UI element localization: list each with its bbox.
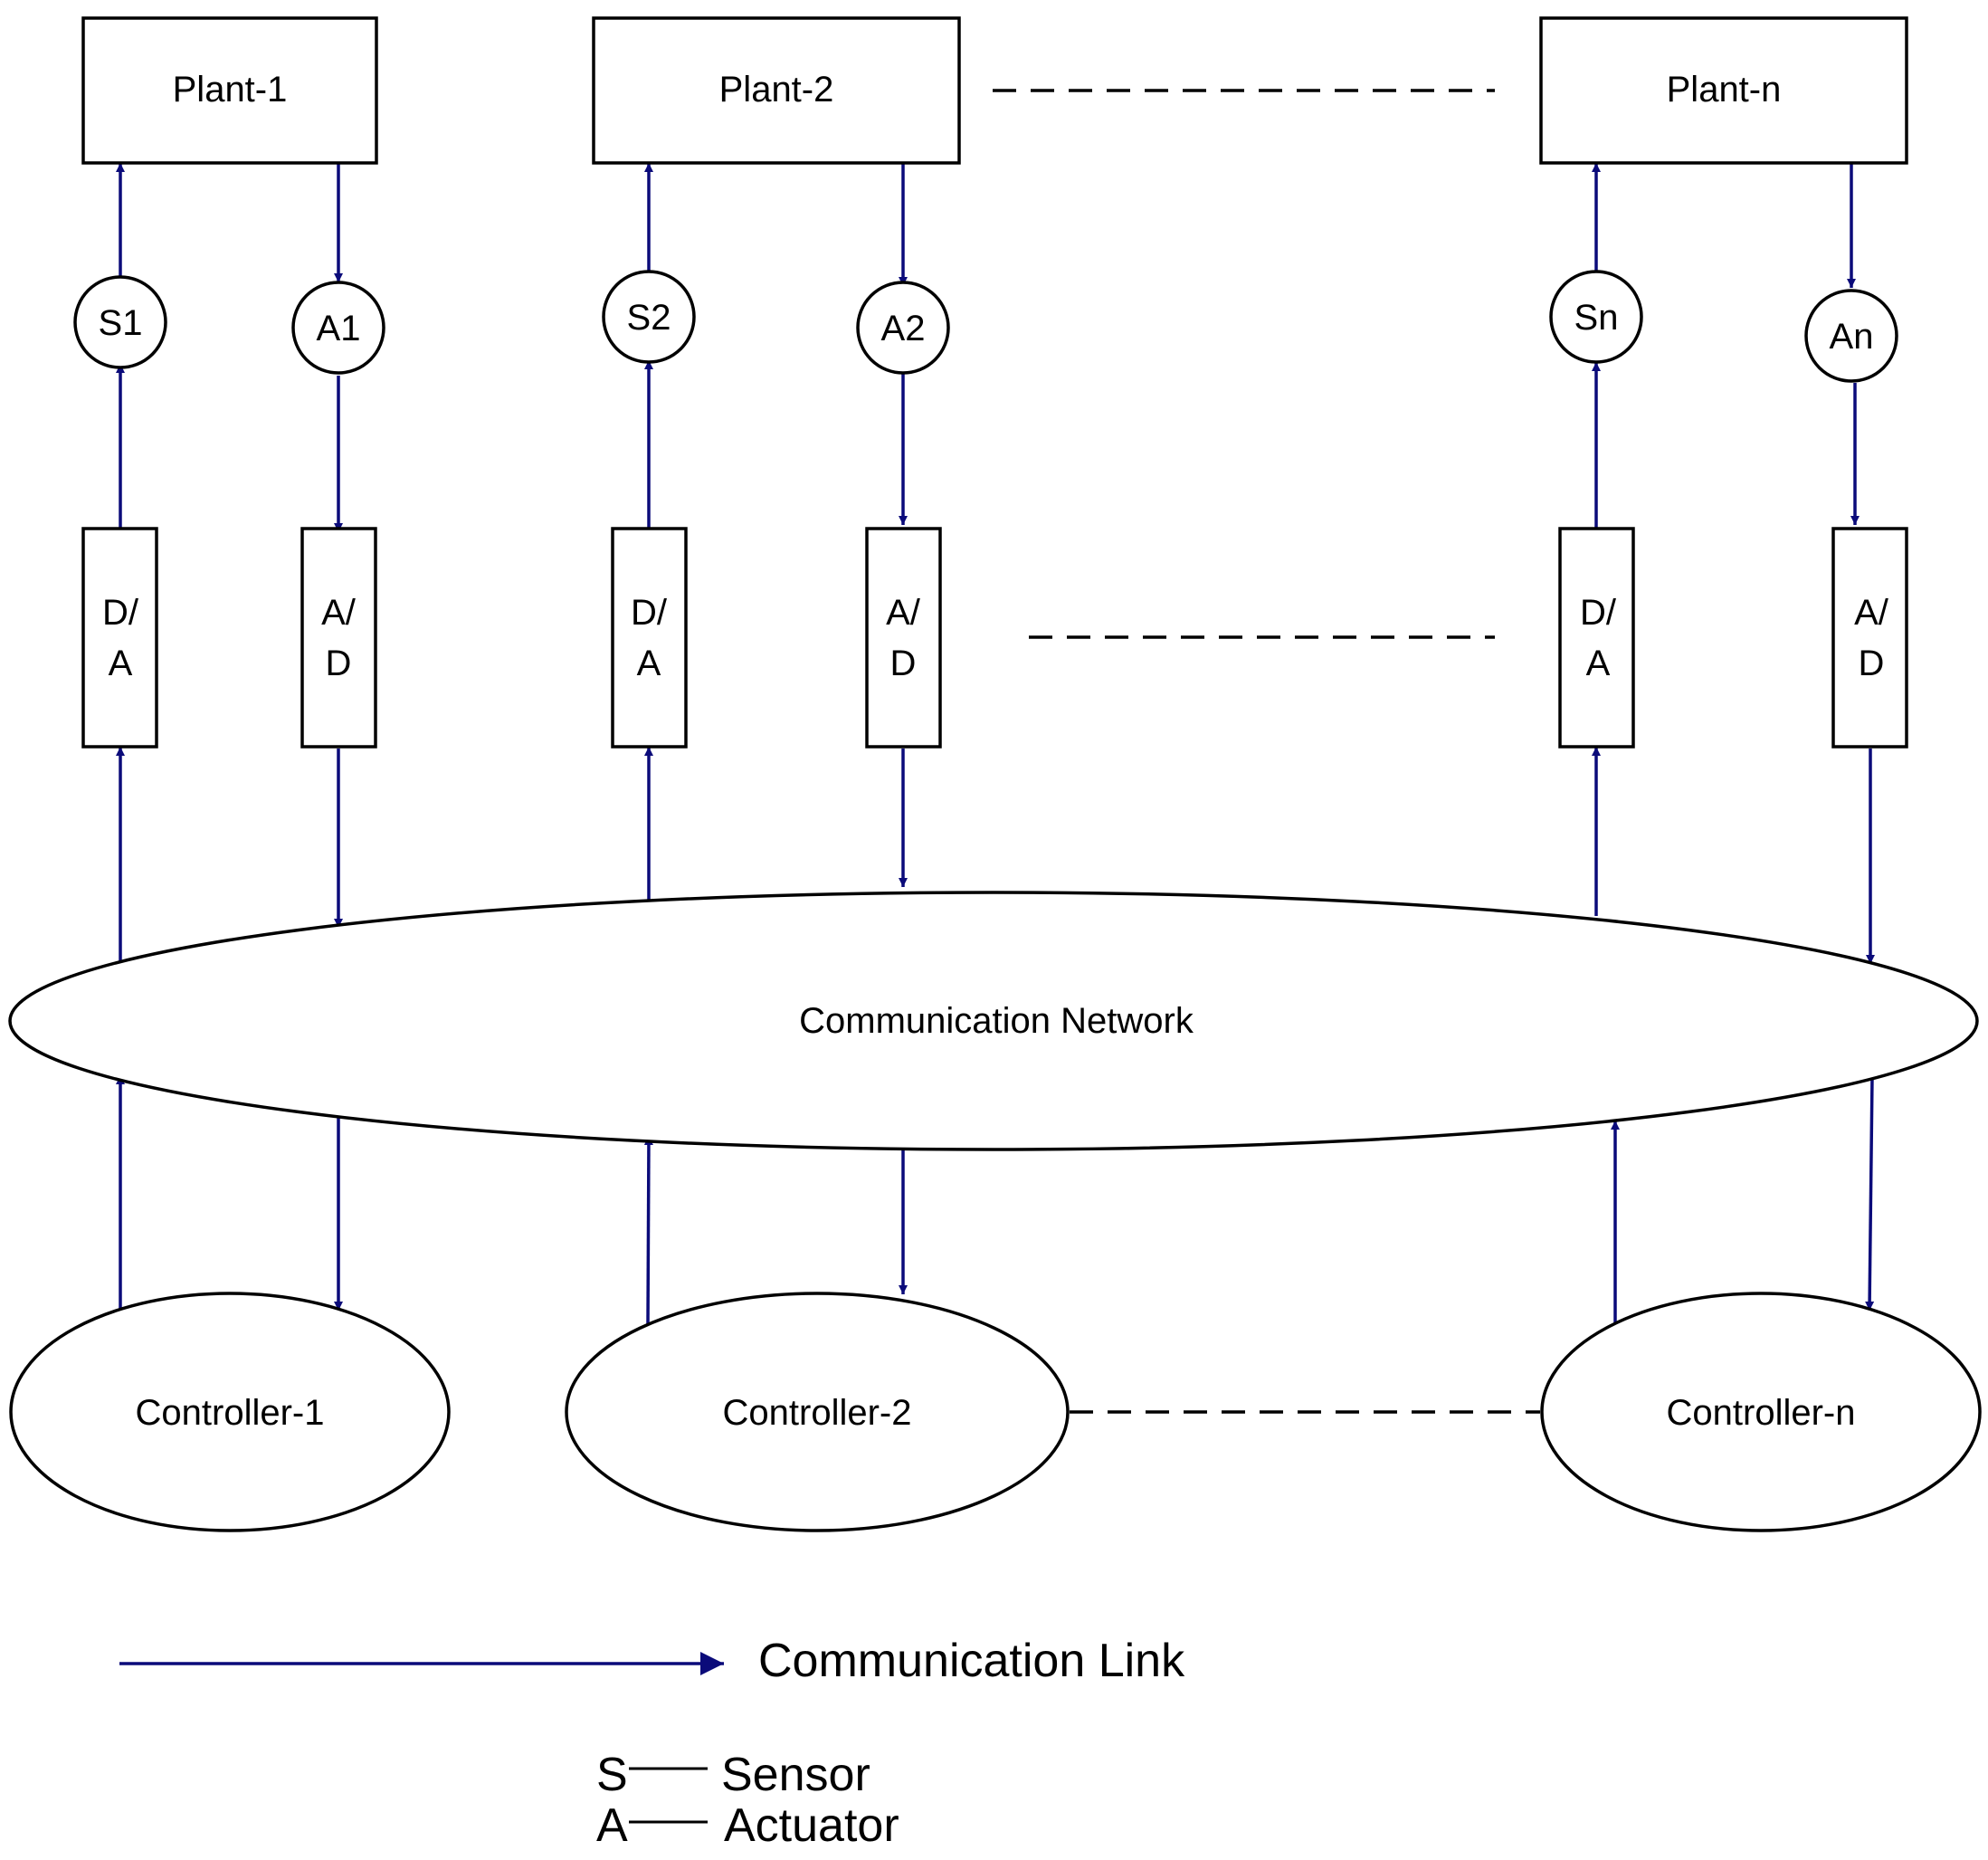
ad-converter-n-box <box>1831 527 1908 749</box>
ad-converter-n: A/ D <box>1831 527 1908 749</box>
actuator-2-label: A2 <box>881 309 926 348</box>
link-controller2-to-network <box>643 1135 653 1325</box>
sensor-2-label: S2 <box>627 298 671 338</box>
ad-converter-2-line1: A/ <box>886 593 921 633</box>
actuator-1: A1 <box>291 281 385 375</box>
plant-n: Plant-n <box>1539 16 1908 165</box>
legend-link-label: Communication Link <box>758 1635 1185 1687</box>
ad-converter-2: A/ D <box>865 527 942 749</box>
da-converter-1-line1: D/ <box>102 593 139 633</box>
sensor-2: S2 <box>602 270 696 364</box>
legend: Communication Link S Sensor A Actuator <box>119 1635 1185 1852</box>
actuator-n: An <box>1804 289 1898 383</box>
plant-2-label: Plant-2 <box>719 70 834 110</box>
ad-converter-n-line2: D <box>1859 644 1885 683</box>
controller-2-ellipse <box>565 1292 1070 1532</box>
plant-1: Plant-1 <box>81 16 378 165</box>
sensor-1-label: S1 <box>99 303 143 343</box>
communication-network: Communication Network <box>8 891 1979 1151</box>
plant-1-label: Plant-1 <box>173 70 288 110</box>
da-converter-n-line2: A <box>1586 644 1611 683</box>
controller-1-ellipse <box>9 1292 451 1532</box>
controller-n: Controller-n <box>1540 1292 1982 1532</box>
actuator-1-circle <box>291 281 385 375</box>
controller-1: Controller-1 <box>9 1292 451 1532</box>
plant-n-box <box>1539 16 1908 165</box>
da-converter-n: D/ A <box>1558 527 1635 749</box>
controller-2: Controller-2 <box>565 1292 1070 1532</box>
da-converter-2: D/ A <box>611 527 688 749</box>
link-network-to-controllern <box>1865 1076 1875 1312</box>
plant-1-box <box>81 16 378 165</box>
da-converter-2-box <box>611 527 688 749</box>
sensor-n: Sn <box>1549 270 1643 364</box>
ad-converter-1-line2: D <box>326 644 352 683</box>
legend-actuator-label: Actuator <box>724 1799 899 1852</box>
sensor-2-circle <box>602 270 696 364</box>
legend-sensor-symbol: S <box>596 1749 628 1801</box>
controller-n-ellipse <box>1540 1292 1982 1532</box>
plant-n-label: Plant-n <box>1667 70 1782 110</box>
ad-converter-2-box <box>865 527 942 749</box>
sensor-1: S1 <box>73 275 167 369</box>
legend-actuator-symbol: A <box>596 1799 628 1852</box>
controller-2-label: Controller-2 <box>723 1393 912 1433</box>
legend-sensor-label: Sensor <box>721 1749 870 1801</box>
da-converter-1: D/ A <box>81 527 158 749</box>
controller-1-label: Controller-1 <box>136 1393 325 1433</box>
da-converter-2-line2: A <box>637 644 661 683</box>
communication-links <box>116 163 1875 1325</box>
da-converter-1-box <box>81 527 158 749</box>
da-converter-1-line2: A <box>109 644 133 683</box>
actuator-1-label: A1 <box>317 309 361 348</box>
sensor-1-circle <box>73 275 167 369</box>
controller-n-label: Controller-n <box>1667 1393 1856 1433</box>
da-converter-2-line1: D/ <box>631 593 668 633</box>
actuator-n-circle <box>1804 289 1898 383</box>
communication-network-label: Communication Network <box>799 1001 1194 1041</box>
da-converter-n-box <box>1558 527 1635 749</box>
communication-network-ellipse <box>8 891 1979 1151</box>
ad-converter-1-line1: A/ <box>321 593 357 633</box>
ad-converter-2-line2: D <box>890 644 917 683</box>
plant-2: Plant-2 <box>592 16 961 165</box>
actuator-2: A2 <box>856 281 950 375</box>
da-converter-n-line1: D/ <box>1580 593 1617 633</box>
plant-2-box <box>592 16 961 165</box>
sensor-n-circle <box>1549 270 1643 364</box>
ad-converter-1: A/ D <box>300 527 377 749</box>
sensor-n-label: Sn <box>1574 298 1619 338</box>
ad-converter-1-box <box>300 527 377 749</box>
ad-converter-n-line1: A/ <box>1854 593 1889 633</box>
actuator-n-label: An <box>1830 317 1874 357</box>
actuator-2-circle <box>856 281 950 375</box>
